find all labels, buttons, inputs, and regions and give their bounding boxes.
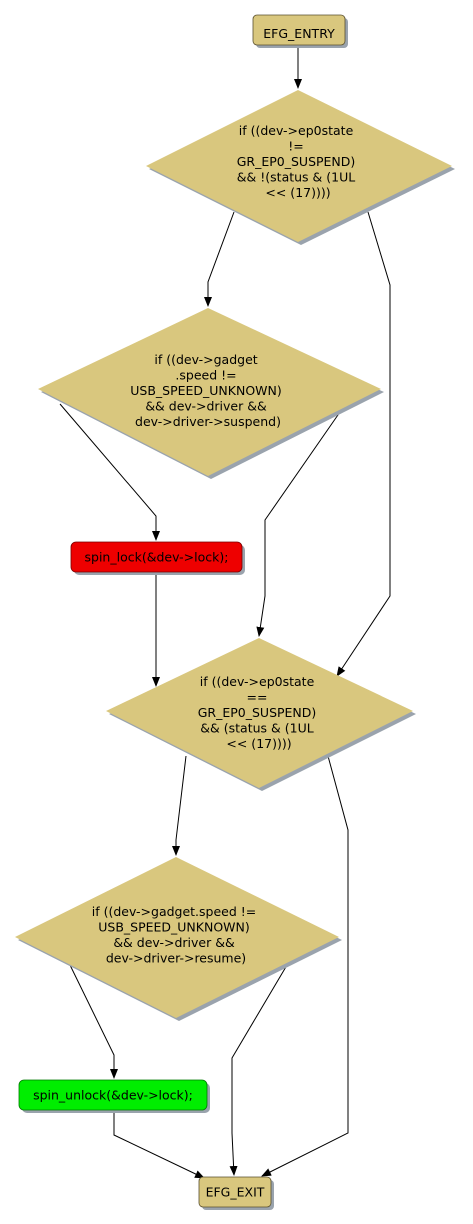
node-spin-unlock-label: spin_unlock(&dev->lock); (33, 1088, 193, 1103)
edge-d2-to-d3 (256, 411, 341, 637)
decision-gadget-resume-label: if ((dev->gadget.speed != USB_SPEED_UNKN… (92, 904, 261, 966)
node-spin-lock-label: spin_lock(&dev->lock); (85, 550, 229, 565)
node-efg-entry: EFG_ENTRY (252, 14, 348, 48)
node-efg-entry-label: EFG_ENTRY (263, 26, 335, 41)
edges (59, 46, 391, 1179)
decision-gadget-resume: if ((dev->gadget.speed != USB_SPEED_UNKN… (15, 857, 342, 1021)
edge-d1-to-d2 (204, 211, 235, 307)
edge-d1-to-d3 (336, 211, 391, 677)
edge-d4-to-exit (229, 959, 291, 1176)
edge-unlock-to-exit (113, 1112, 205, 1179)
decision-ep0state-not-suspend: if ((dev->ep0state != GR_EP0_SUSPEND) &&… (146, 90, 455, 245)
edge-d3-to-exit (261, 755, 349, 1177)
decision-gadget-suspend-label: if ((dev->gadget .speed != USB_SPEED_UNK… (130, 352, 286, 429)
node-spin-lock: spin_lock(&dev->lock); (70, 541, 245, 575)
decision-ep0state-not-suspend-label: if ((dev->ep0state != GR_EP0_SUSPEND) &&… (237, 123, 360, 200)
node-efg-exit-label: EFG_EXIT (206, 1185, 265, 1200)
node-spin-unlock: spin_unlock(&dev->lock); (18, 1079, 210, 1113)
decision-ep0state-suspend: if ((dev->ep0state == GR_EP0_SUSPEND) &&… (106, 638, 416, 791)
edge-d3-to-d4 (172, 755, 187, 856)
edge-d4-to-unlock (69, 964, 118, 1079)
decision-ep0state-suspend-label: if ((dev->ep0state == GR_EP0_SUSPEND) &&… (198, 674, 321, 751)
edge-d2-to-lock (59, 403, 160, 541)
decision-gadget-suspend: if ((dev->gadget .speed != USB_SPEED_UNK… (38, 308, 384, 479)
node-efg-exit: EFG_EXIT (198, 1176, 274, 1210)
